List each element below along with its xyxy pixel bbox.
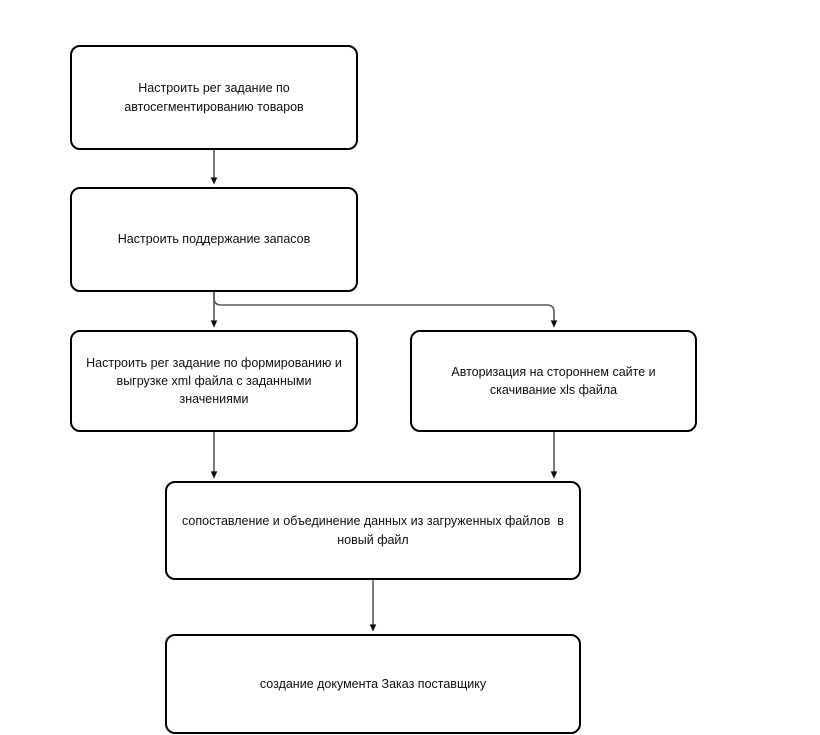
flow-node-setup-stock-support[interactable]: Настроить поддержание запасов (70, 187, 358, 292)
flow-node-create-purchase-order-document[interactable]: создание документа Заказ поставщику (165, 634, 581, 734)
edge-n2-to-n4 (213, 292, 558, 328)
flow-node-label: создание документа Заказ поставщику (259, 676, 487, 691)
flow-node-label: Настроить рег задание по автосегментиров… (124, 81, 304, 114)
flow-node-setup-autosegmentation[interactable]: Настроить рег задание по автосегментиров… (70, 45, 358, 150)
flow-node-setup-xml-export[interactable]: Настроить рег задание по формированию и … (70, 330, 358, 432)
flow-node-label: сопоставление и объединение данных из за… (182, 514, 568, 547)
flow-node-external-site-auth-xls-download[interactable]: Авторизация на стороннем сайте и скачива… (410, 330, 697, 432)
flow-node-label: Настроить поддержание запасов (117, 232, 311, 247)
flow-node-label: Авторизация на стороннем сайте и скачива… (451, 364, 660, 397)
flow-node-label: Настроить рег задание по формированию и … (86, 355, 346, 407)
flow-node-merge-data-into-new-file[interactable]: сопоставление и объединение данных из за… (165, 481, 581, 580)
